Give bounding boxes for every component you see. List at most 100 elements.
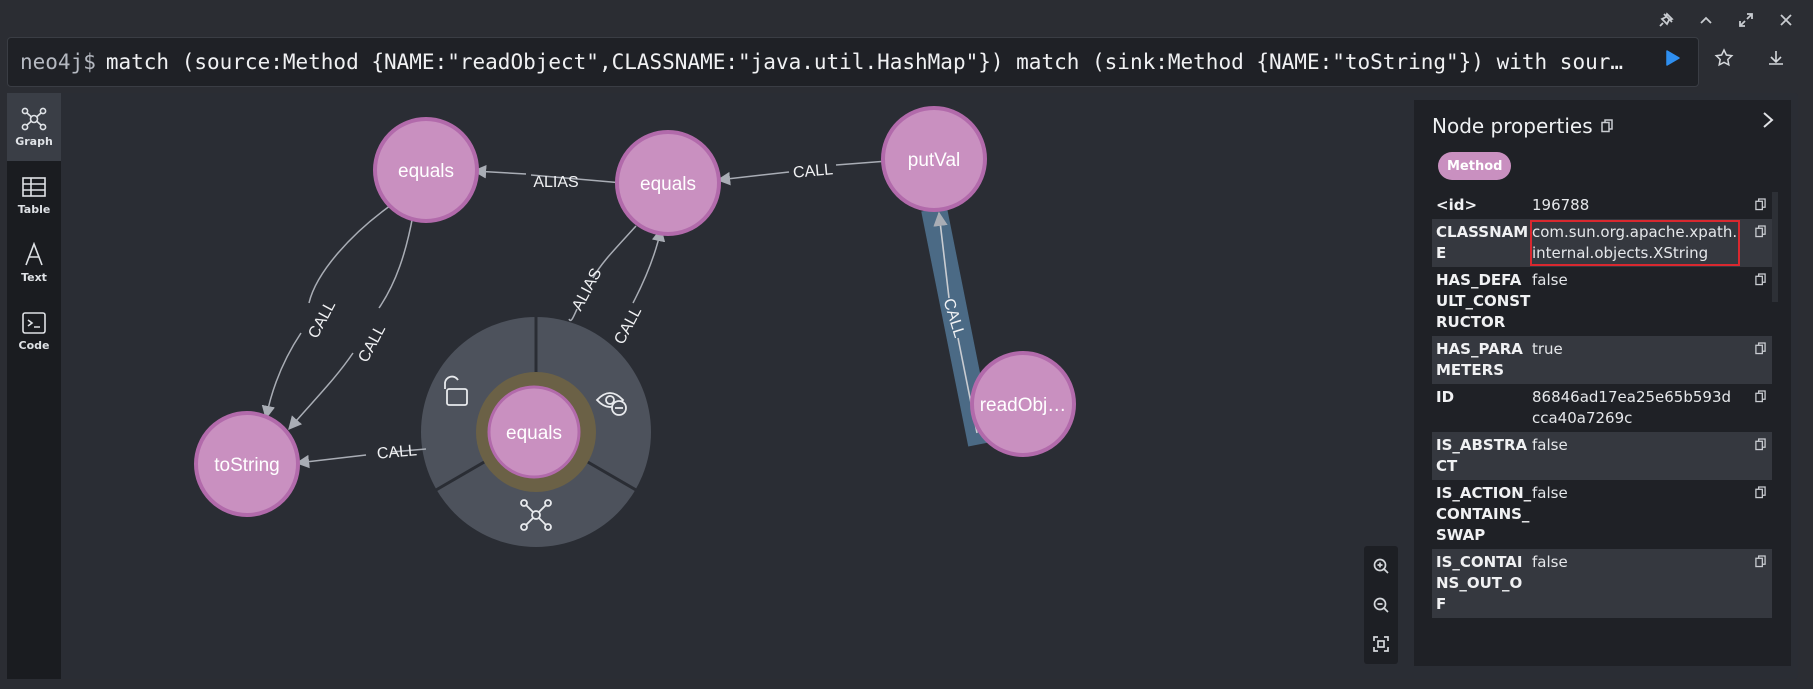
close-icon[interactable] bbox=[1777, 12, 1795, 30]
fit-view-icon bbox=[1373, 636, 1389, 653]
zoom-out-icon bbox=[1373, 597, 1389, 613]
property-row: IS_ACTION_CONTAINS_SWAP false bbox=[1432, 480, 1772, 549]
graph-node[interactable]: readObj… bbox=[970, 351, 1076, 457]
property-row: <id> 196788 bbox=[1432, 192, 1772, 219]
property-key: IS_ABSTRACT bbox=[1436, 436, 1528, 475]
copy-icon[interactable] bbox=[1755, 223, 1766, 242]
pin-icon[interactable] bbox=[1657, 12, 1675, 30]
sidebar-item-label: Text bbox=[21, 271, 47, 284]
play-icon bbox=[1666, 50, 1680, 66]
graph-node[interactable]: putVal bbox=[881, 106, 987, 212]
node-label: equals bbox=[640, 174, 696, 195]
node-label: putVal bbox=[908, 150, 960, 171]
copy-icon[interactable] bbox=[1600, 119, 1613, 133]
graph-node[interactable]: toString bbox=[194, 411, 300, 517]
zoom-in-button[interactable] bbox=[1367, 552, 1395, 580]
query-text[interactable]: match (source:Method {NAME:"readObject",… bbox=[105, 50, 1624, 74]
node-label: equals bbox=[506, 423, 562, 444]
result-frame: Graph Table Text Code bbox=[7, 93, 1798, 679]
sidebar-item-label: Table bbox=[17, 203, 51, 216]
edge-putval-equals2[interactable]: CALL bbox=[716, 160, 889, 186]
star-icon bbox=[1714, 48, 1734, 67]
property-value: false bbox=[1532, 553, 1568, 571]
editor-prompt: neo4j$ bbox=[20, 50, 96, 74]
sidebar-item-graph[interactable]: Graph bbox=[7, 93, 61, 161]
expand-neighbors-icon[interactable] bbox=[520, 499, 552, 531]
sidebar-item-code[interactable]: Code bbox=[7, 297, 61, 365]
fullscreen-icon[interactable] bbox=[1737, 12, 1755, 30]
edge-label: CALL bbox=[376, 442, 417, 462]
property-row: ID 86846ad17ea25e65b593dcca40a7269c bbox=[1432, 384, 1772, 432]
download-icon bbox=[1769, 51, 1783, 65]
hide-node-icon[interactable] bbox=[595, 392, 627, 416]
copy-icon[interactable] bbox=[1755, 271, 1766, 290]
property-key: CLASSNAME bbox=[1436, 223, 1529, 262]
edge-equals3-equals2-call[interactable]: CALL bbox=[611, 227, 666, 347]
view-sidebar: Graph Table Text Code bbox=[7, 93, 61, 679]
graph-icon bbox=[21, 107, 47, 131]
edge-equals3-equals2-alias[interactable]: ALIAS bbox=[568, 225, 637, 322]
code-icon bbox=[22, 312, 46, 334]
query-editor[interactable]: neo4j$ match (source:Method {NAME:"readO… bbox=[7, 37, 1699, 87]
sidebar-item-label: Code bbox=[18, 339, 50, 352]
property-value-highlighted: com.sun.org.apache.xpath.internal.object… bbox=[1530, 220, 1740, 266]
sidebar-item-text[interactable]: Text bbox=[7, 229, 61, 297]
graph-node-selected[interactable]: equals bbox=[487, 385, 581, 479]
edge-equals3-tostring[interactable]: CALL bbox=[295, 442, 427, 469]
edge-label: ALIAS bbox=[569, 266, 605, 314]
node-label: equals bbox=[398, 161, 454, 182]
copy-icon[interactable] bbox=[1755, 388, 1766, 407]
property-value: 196788 bbox=[1532, 196, 1590, 214]
edge-label: ALIAS bbox=[533, 174, 578, 191]
property-row: IS_CONTAINS_OUT_OF false bbox=[1432, 549, 1772, 618]
fit-view-button[interactable] bbox=[1367, 630, 1395, 658]
copy-icon[interactable] bbox=[1755, 553, 1766, 572]
unlock-icon[interactable] bbox=[444, 375, 468, 406]
copy-icon[interactable] bbox=[1755, 340, 1766, 359]
copy-icon[interactable] bbox=[1755, 436, 1766, 455]
edge-equals2-equals1[interactable]: ALIAS bbox=[472, 164, 624, 191]
panel-title: Node properties bbox=[1432, 114, 1613, 138]
property-row: HAS_PARAMETERS true bbox=[1432, 336, 1772, 384]
property-row: CLASSNAME com.sun.org.apache.xpath.inter… bbox=[1432, 219, 1772, 267]
edge-equals1-tostring-b[interactable]: CALL bbox=[288, 214, 414, 431]
table-icon bbox=[22, 177, 46, 197]
node-label-chip[interactable]: Method bbox=[1438, 152, 1512, 180]
property-row: IS_ABSTRACT false bbox=[1432, 432, 1772, 480]
zoom-controls bbox=[1364, 546, 1398, 664]
favorite-button[interactable] bbox=[1710, 44, 1738, 72]
sidebar-item-label: Graph bbox=[15, 135, 53, 148]
edge-label: CALL bbox=[792, 161, 833, 181]
property-value: true bbox=[1532, 340, 1563, 358]
run-button[interactable] bbox=[1658, 44, 1686, 72]
sidebar-item-table[interactable]: Table bbox=[7, 161, 61, 229]
panel-title-text: Node properties bbox=[1432, 114, 1593, 138]
node-properties-panel: Node properties Method <id> 196788 CLASS… bbox=[1414, 100, 1791, 666]
zoom-out-button[interactable] bbox=[1367, 591, 1395, 619]
property-value: false bbox=[1532, 484, 1568, 502]
edge-label: CALL bbox=[305, 298, 339, 341]
edge-equals1-tostring-a[interactable]: CALL bbox=[261, 202, 395, 420]
property-key: IS_ACTION_CONTAINS_SWAP bbox=[1436, 484, 1532, 544]
copy-icon[interactable] bbox=[1755, 196, 1766, 215]
graph-canvas[interactable]: ALIAS CALL CALL CALL ALIAS bbox=[61, 93, 1411, 679]
property-key: <id> bbox=[1436, 196, 1478, 214]
collapse-up-icon[interactable] bbox=[1697, 12, 1715, 30]
property-key: HAS_PARAMETERS bbox=[1436, 340, 1523, 379]
editor-actions bbox=[1658, 44, 1790, 72]
copy-icon[interactable] bbox=[1755, 484, 1766, 503]
graph-node[interactable]: equals bbox=[373, 117, 479, 223]
edge-label: CALL bbox=[611, 304, 645, 347]
property-value: 86846ad17ea25e65b593dcca40a7269c bbox=[1532, 388, 1732, 427]
property-row: HAS_DEFAULT_CONSTRUCTOR false bbox=[1432, 267, 1772, 336]
download-button[interactable] bbox=[1762, 44, 1790, 72]
property-key: IS_CONTAINS_OUT_OF bbox=[1436, 553, 1523, 613]
property-value: false bbox=[1532, 436, 1568, 454]
text-icon bbox=[25, 242, 43, 266]
graph-node[interactable]: equals bbox=[615, 130, 721, 236]
property-value: false bbox=[1532, 271, 1568, 289]
properties-scrollbar[interactable] bbox=[1772, 192, 1778, 302]
edge-label: CALL bbox=[355, 322, 389, 365]
collapse-panel-button[interactable] bbox=[1759, 110, 1777, 134]
